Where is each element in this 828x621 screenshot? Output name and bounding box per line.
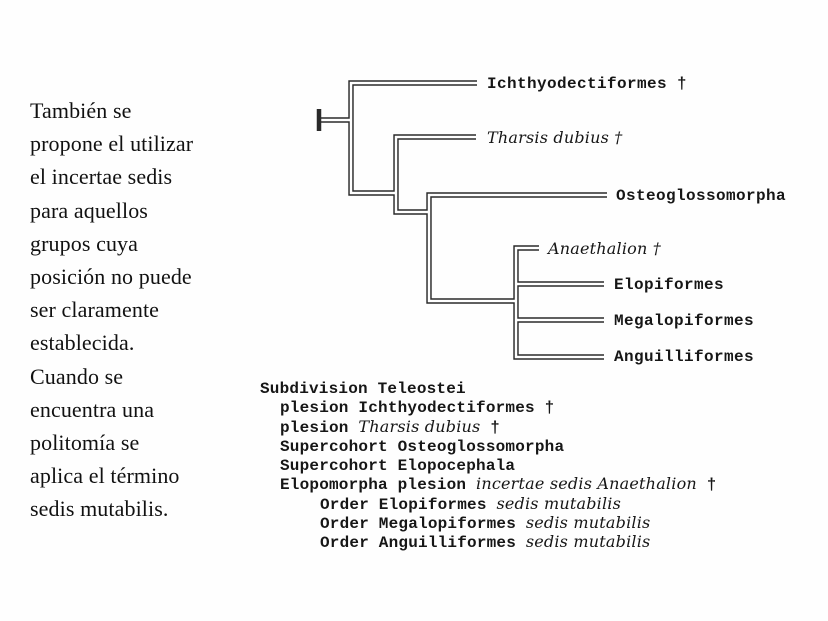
paragraph-line: el incertae sedis (30, 164, 173, 190)
rank-text: Order Anguilliformes (320, 534, 526, 553)
latin-italic-text: sedis mutabilis (496, 493, 622, 513)
rank-text: Supercohort Osteoglossomorpha (280, 437, 565, 456)
paragraph-line: para aquellos (30, 197, 148, 223)
taxon-label-tharsis-dubius: Tharsis dubius † (487, 128, 623, 147)
rank-text: Order Elopiformes (320, 495, 497, 514)
classification-line: Subdivision Teleostei (260, 379, 717, 398)
latin-italic-text: Tharsis dubius (358, 416, 481, 436)
classification-line: Order Anguilliformes sedis mutabilis (260, 532, 717, 553)
paragraph-line: Cuando se (30, 363, 124, 389)
rank-text: † (696, 476, 717, 495)
paragraph-line: politomía se (30, 430, 140, 456)
paragraph-line: posición no puede (30, 264, 192, 290)
paragraph-line: sedis mutabilis. (30, 496, 169, 522)
paragraph-line: ser claramente (30, 297, 160, 323)
classification-line: plesion Tharsis dubius † (260, 416, 717, 437)
rank-text: Subdivision Teleostei (260, 380, 466, 398)
classification-line: Order Elopiformes sedis mutabilis (260, 493, 717, 514)
rank-text: plesion Ichthyodectiformes † (280, 399, 555, 418)
rank-text: Supercohort Elopocephala (280, 457, 516, 476)
paragraph-line: grupos cuya (30, 230, 139, 256)
rank-text: Order Megalopiformes (320, 515, 526, 534)
taxon-label-megalopiformes: Megalopiformes (614, 312, 755, 330)
latin-italic-text: incertae sedis Anaethalion (476, 474, 697, 494)
paragraph-line: También se (30, 98, 132, 123)
paragraph-line: encuentra una (30, 396, 155, 422)
taxon-label-elopiformes: Elopiformes (614, 276, 725, 294)
classification-line: Order Megalopiformes sedis mutabilis (260, 513, 717, 534)
classification-line: Supercohort Osteoglossomorpha (260, 437, 717, 456)
taxon-label-osteoglossomorpha: Osteoglossomorpha (616, 187, 787, 205)
latin-italic-text: sedis mutabilis (525, 532, 651, 552)
paragraph-line: aplica el término (30, 463, 180, 489)
latin-italic-text: sedis mutabilis (525, 513, 651, 533)
taxon-label-anguilliformes: Anguilliformes (614, 348, 755, 366)
paragraph-line: establecida. (30, 330, 135, 356)
rank-text: Elopomorpha plesion (280, 476, 477, 495)
classification-line: plesion Ichthyodectiformes † (260, 398, 717, 417)
rank-text: plesion (280, 418, 359, 437)
paragraph-line: propone el utilizar (30, 131, 194, 157)
classification-list: Subdivision Teleostei plesion Ichthyodec… (260, 379, 717, 553)
classification-line: Supercohort Elopocephala (260, 456, 717, 475)
classification-line: Elopomorpha plesion incertae sedis Anaet… (260, 474, 717, 495)
taxon-label-anaethalion: Anaethalion † (548, 239, 661, 258)
intro-paragraph: También se propone el utilizar el incert… (30, 94, 262, 526)
taxon-label-ichthyodectiformes: Ichthyodectiformes † (487, 75, 688, 93)
rank-text: † (480, 418, 501, 437)
